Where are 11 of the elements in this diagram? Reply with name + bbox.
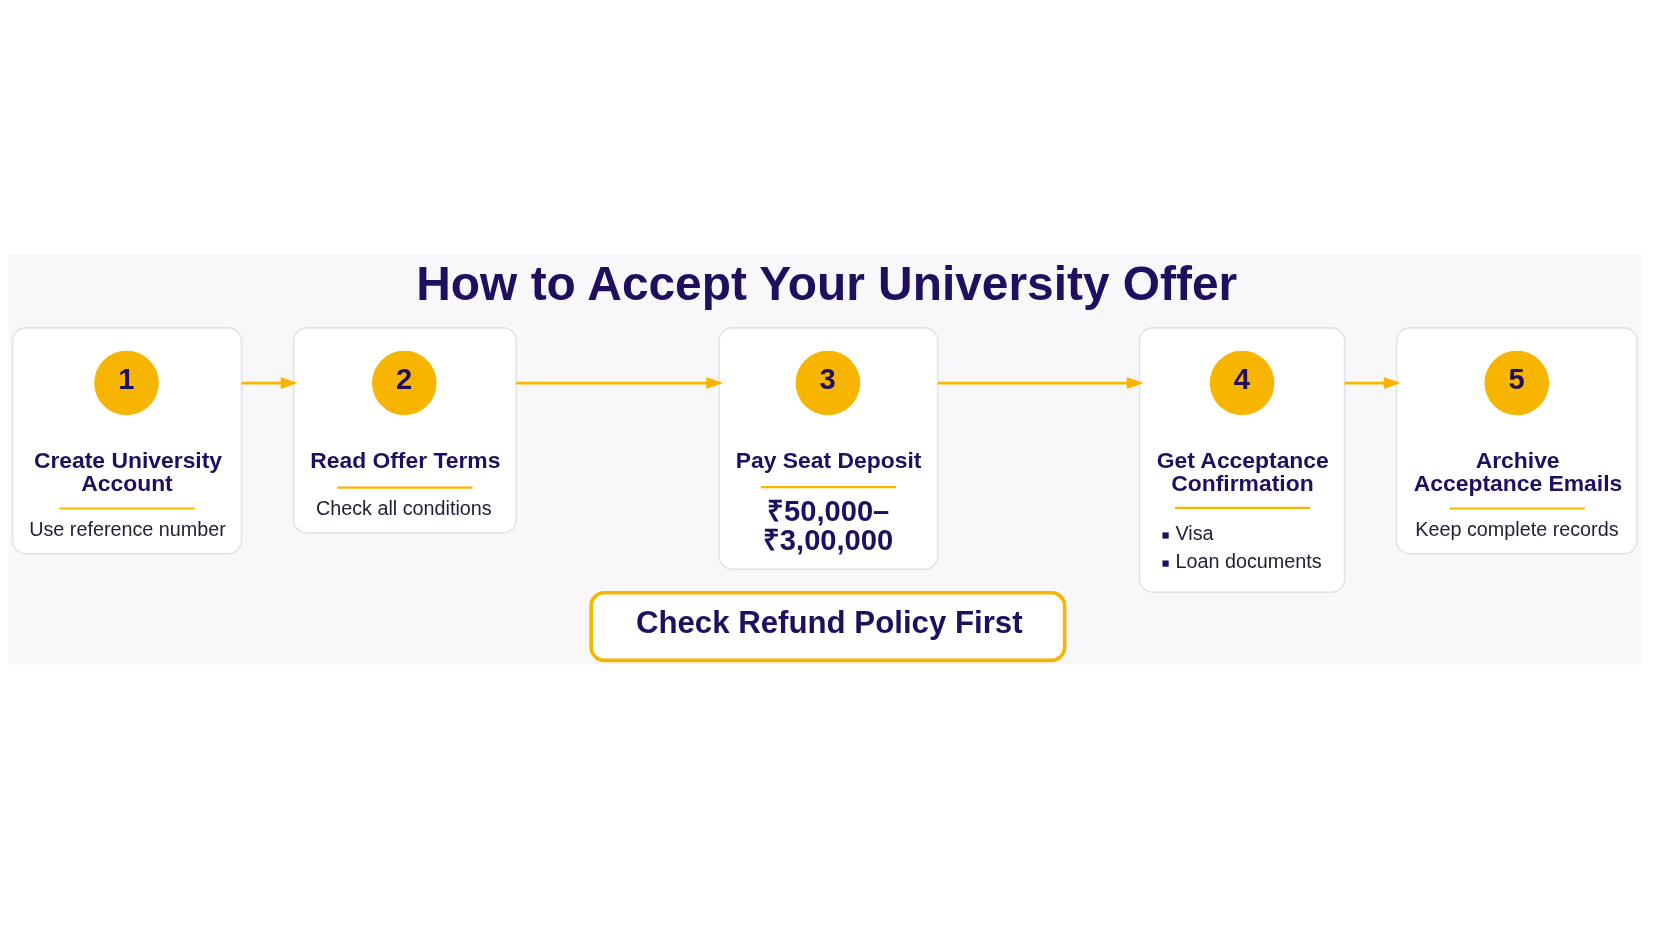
node-circle: 5 (1484, 350, 1550, 416)
arrow (937, 377, 1144, 389)
diagram-title: How to Accept Your University Offer (416, 256, 1238, 310)
arrow (1344, 377, 1401, 389)
node-circle: 3 (795, 350, 861, 416)
node-box: Check Refund Policy First (589, 590, 1067, 663)
arrow (516, 377, 724, 389)
node-circle: 4 (1209, 350, 1275, 416)
node-circle: 2 (372, 350, 437, 416)
arrow (241, 377, 298, 389)
node-circle: 1 (94, 350, 159, 416)
